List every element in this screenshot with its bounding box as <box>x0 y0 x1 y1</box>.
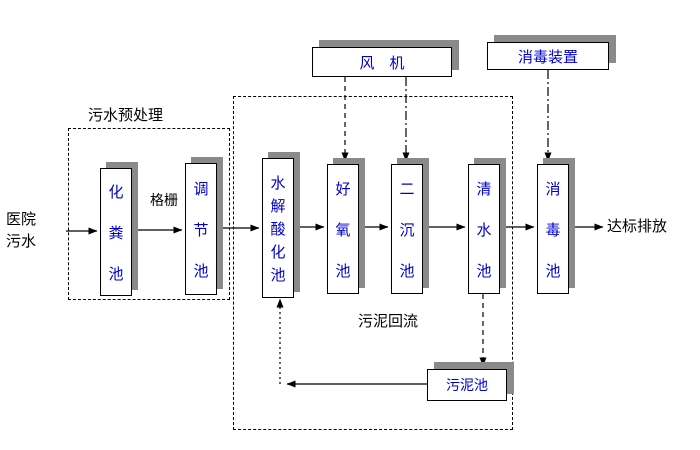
tank-secondary-sedimentation: 二沉池 <box>391 164 423 304</box>
tank-sludge: 污泥池 <box>427 369 507 401</box>
disinfect-device-box: 消毒装置 <box>487 42 609 70</box>
tank-clear-water: 清水池 <box>468 164 500 304</box>
fan-label: 风 机 <box>359 53 405 72</box>
sludge-return-label: 污泥回流 <box>358 312 419 330</box>
tank-aerobic-label: 好氧池 <box>333 180 352 304</box>
tank-septic: 化粪池 <box>100 168 132 307</box>
tank-hydrolysis-label: 水解酸化池 <box>268 174 287 290</box>
tank-hydrolysis: 水解酸化池 <box>262 158 294 298</box>
pretreatment-label: 污水预处理 <box>88 106 164 124</box>
tank-disinfection: 消毒池 <box>537 164 569 304</box>
tank-aerobic: 好氧池 <box>327 164 359 304</box>
tank-clear-water-label: 清水池 <box>474 180 493 304</box>
pretreatment-boundary <box>68 128 230 300</box>
tank-regulating-label: 调节池 <box>191 180 210 304</box>
disinfect-device-label: 消毒装置 <box>517 47 578 66</box>
influent-label: 医院污水 <box>6 210 37 250</box>
tank-regulating: 调节池 <box>185 163 217 304</box>
treatment-boundary <box>233 96 513 430</box>
tank-disinfection-label: 消毒池 <box>543 180 562 304</box>
fan-box: 风 机 <box>312 47 452 77</box>
tank-secondary-sedimentation-label: 二沉池 <box>397 180 416 304</box>
effluent-label: 达标排放 <box>607 217 668 235</box>
tank-septic-label: 化粪池 <box>106 183 125 307</box>
tank-sludge-label: 污泥池 <box>446 378 488 394</box>
grid-label: 格栅 <box>150 193 178 209</box>
